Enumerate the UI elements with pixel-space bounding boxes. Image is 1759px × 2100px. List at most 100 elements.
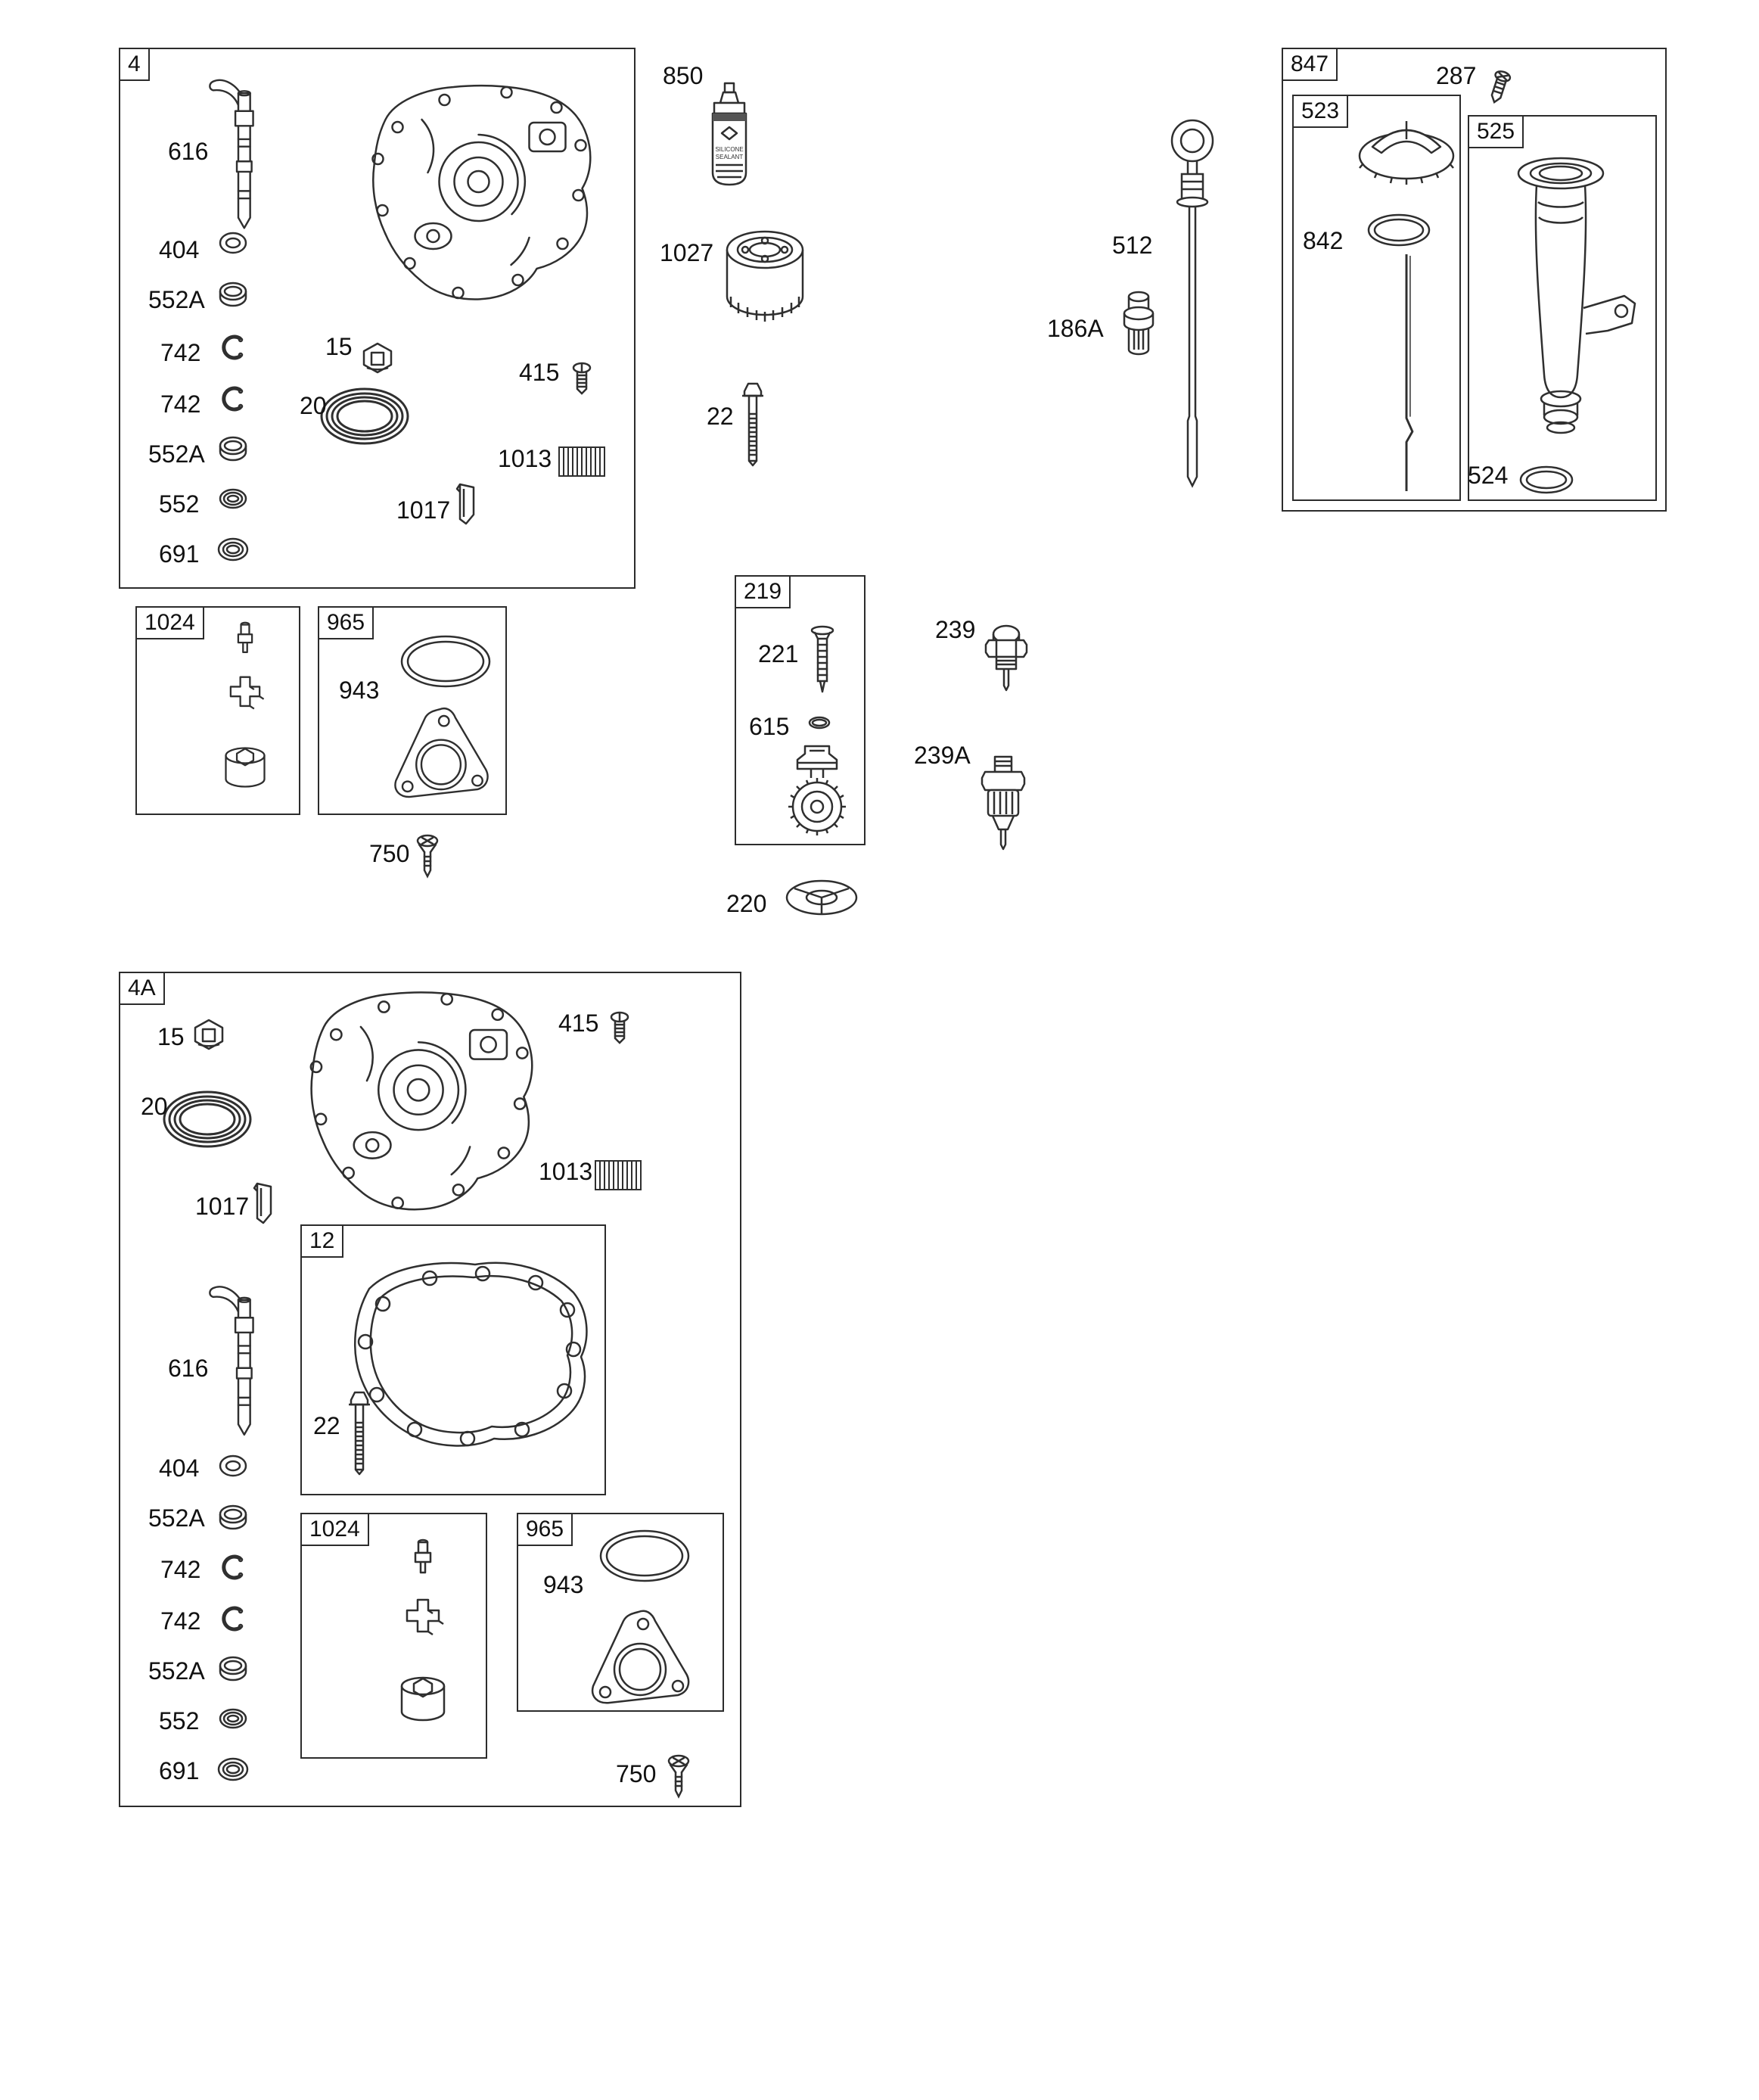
group-tag-1024-b: 1024 [300,1513,369,1546]
group-box-1024-a: 1024 [135,606,300,815]
callout-750: 750 [369,840,410,867]
screw-415-drawing [609,1011,630,1044]
oil-fill-shaft-drawing [204,72,272,235]
group-tag-525: 525 [1468,115,1524,148]
seal-691-drawing [215,533,251,566]
screw-750-drawing [415,834,440,881]
pressure-switch-239A-drawing [971,754,1035,854]
seal-552A-drawing [216,1653,250,1685]
oil-pump-kit-drawing [218,621,272,798]
callout-1027: 1027 [660,239,714,266]
callout-742: 742 [160,339,201,366]
o-ring-943-drawing [596,1527,693,1585]
group-tag-12: 12 [300,1224,344,1258]
oil-seal-20-drawing [160,1087,255,1152]
washer-404-drawing [216,1450,250,1482]
callout-842: 842 [1303,227,1344,254]
seal-552-drawing [216,483,250,515]
callout-552A: 552A [148,286,205,313]
callout-1017: 1017 [195,1193,250,1220]
seal-552A-drawing [216,1501,250,1533]
callout-15: 15 [325,333,353,360]
gasket-965-drawing [383,704,496,804]
drain-plug-15-drawing [191,1017,227,1053]
callout-1013: 1013 [498,445,552,472]
group-box-219: 219 [735,575,866,845]
o-ring-524-drawing [1517,463,1576,496]
group-tag-965-a: 965 [318,606,374,639]
callout-221: 221 [758,640,799,667]
callout-220: 220 [726,890,767,917]
group-box-1024-b: 1024 [300,1513,487,1759]
callout-850: 850 [663,62,704,89]
callout-742: 742 [160,1607,201,1635]
group-box-523: 523 [1292,95,1461,501]
callout-1013: 1013 [539,1158,593,1185]
bolt-22-drawing [347,1389,372,1476]
callout-943: 943 [543,1571,584,1598]
group-box-525: 525 [1468,115,1657,501]
e-clip-742-drawing [216,1551,250,1583]
oil-pump-gear-drawing [778,740,856,840]
e-clip-742-drawing [216,383,250,415]
callout-524: 524 [1468,462,1509,489]
pressure-switch-239-drawing [978,622,1034,708]
adapter-186A-drawing [1118,289,1159,360]
callout-512: 512 [1112,232,1153,259]
washer-404-drawing [216,227,250,259]
callout-742: 742 [160,1556,201,1583]
seal-552A-drawing [216,433,250,465]
dipstick-blade-drawing [1396,254,1419,493]
oil-fill-tube-drawing [1494,148,1646,450]
group-tag-4A: 4A [119,972,165,1005]
o-ring-943-drawing [397,633,494,690]
callout-943: 943 [339,677,380,704]
callout-552A: 552A [148,440,205,468]
callout-616: 616 [168,138,209,165]
oil-sump-drawing [266,982,563,1221]
rotor-220-drawing [782,876,861,919]
key-1017-drawing [248,1181,278,1226]
group-box-4: 4 [119,48,636,589]
group-box-4A: 4A [119,972,741,1807]
callout-15: 15 [157,1023,185,1050]
seal-552A-drawing [216,278,250,310]
screen-1013-drawing [557,443,607,481]
seal-691-drawing [215,1753,251,1786]
callout-404: 404 [159,1454,200,1482]
oil-fill-cap-drawing [1354,100,1459,185]
oil-pump-kit-drawing [393,1538,452,1733]
gasket-965-drawing [580,1607,698,1709]
e-clip-742-drawing [216,1603,250,1635]
callout-616: 616 [168,1355,209,1382]
group-tag-847: 847 [1282,48,1338,81]
group-box-965-a: 965 [318,606,507,815]
group-tag-219: 219 [735,575,791,608]
group-tag-4: 4 [119,48,150,81]
callout-415: 415 [558,1010,599,1037]
group-box-12: 12 [300,1224,606,1495]
callout-20: 20 [141,1093,168,1120]
callout-552: 552 [159,490,200,518]
callout-552A: 552A [148,1657,205,1685]
group-box-847: 847 [1282,48,1667,512]
callout-552: 552 [159,1707,200,1734]
callout-239: 239 [935,616,976,643]
oil-fill-shaft-drawing [204,1277,272,1442]
callout-287: 287 [1436,62,1477,89]
callout-691: 691 [159,540,200,568]
callout-552A: 552A [148,1504,205,1532]
drain-plug-15-drawing [359,341,396,377]
callout-615: 615 [749,713,790,740]
screw-415-drawing [571,362,592,395]
o-ring-615-drawing [806,714,832,731]
oil-sump-drawing [329,76,620,310]
group-box-965-b: 965 [517,1513,724,1712]
callout-691: 691 [159,1757,200,1784]
seal-552-drawing [216,1703,250,1734]
group-tag-1024-a: 1024 [135,606,204,639]
callout-20: 20 [300,392,327,419]
o-ring-842-drawing [1365,210,1433,250]
pin-221-drawing [808,625,837,695]
